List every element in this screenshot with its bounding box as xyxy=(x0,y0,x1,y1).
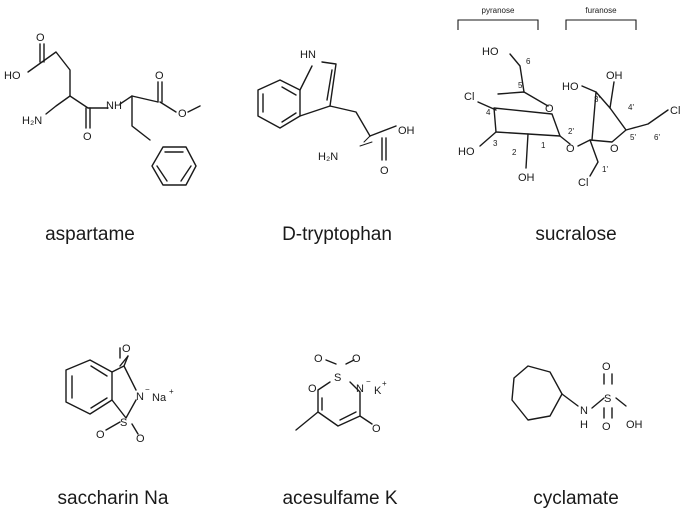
acesulfame-sulfonyl-oxygen-1: O xyxy=(314,353,323,365)
acesulfame-k-structure: O O S O N − K + O xyxy=(295,353,387,435)
saccharin-sulfonyl-oxygen-2: O xyxy=(136,433,145,445)
sucralose-num-6prime: 6' xyxy=(654,133,660,142)
sucralose-num-6: 6 xyxy=(526,57,531,66)
acesulfame-carbonyl-oxygen: O xyxy=(372,423,381,435)
aspartame-amide-nh: NH xyxy=(106,100,122,112)
tryptophan-hydroxyl: OH xyxy=(398,125,415,137)
aspartame-label: aspartame xyxy=(45,224,135,245)
tryptophan-indole-nh: HN xyxy=(300,49,316,61)
tryptophan-carbonyl-oxygen: O xyxy=(380,165,389,177)
saccharin-na-label: saccharin Na xyxy=(58,488,169,509)
pyranose-label: pyranose xyxy=(482,6,515,15)
sucralose-num-4: 4 xyxy=(486,108,491,117)
sucralose-num-2: 2 xyxy=(512,148,517,157)
sucralose-ring-oxygen: O xyxy=(545,103,554,115)
sucralose-c4prime-hydroxyl: OH xyxy=(606,70,623,82)
cyclamate-n-hydrogen: H xyxy=(580,419,588,431)
cyclamate-hydroxyl: OH xyxy=(626,419,643,431)
sucralose-num-1prime: 1' xyxy=(602,165,608,174)
sucralose-num-3: 3 xyxy=(493,139,498,148)
aspartame-amide-oxygen: O xyxy=(83,131,92,143)
sucralose-c3-hydroxyl: HO xyxy=(458,146,475,158)
cyclamate-sulfur: S xyxy=(604,393,611,405)
cyclamate-structure: N H S O O OH xyxy=(511,361,643,433)
aspartame-ester-oxygen: O xyxy=(178,108,187,120)
sucralose-num-3prime: 3' xyxy=(594,95,600,104)
aspartame-ester-carbonyl-oxygen: O xyxy=(155,70,164,82)
sucralose-c6prime-chlorine: Cl xyxy=(670,105,680,117)
cyclamate-sulfonyl-oxygen-1: O xyxy=(602,361,611,373)
sucralose-c2-hydroxyl: OH xyxy=(518,172,535,184)
tryptophan-amine: H₂N xyxy=(318,151,338,163)
sucralose-c6-hydroxyl: HO xyxy=(482,46,499,58)
aspartame-hydroxyl: HO xyxy=(4,70,21,82)
sucralose-num-2prime: 2' xyxy=(568,127,574,136)
sucralose-c3prime-hydroxyl: HO xyxy=(562,81,579,93)
saccharin-plus: + xyxy=(169,387,174,396)
sucralose-num-1: 1 xyxy=(541,141,546,150)
cyclamate-nitrogen: N xyxy=(580,405,588,417)
cyclamate-sulfonyl-oxygen-2: O xyxy=(602,421,611,433)
sucralose-num-4prime: 4' xyxy=(628,103,634,112)
sucralose-c4-chlorine: Cl xyxy=(464,91,474,103)
d-tryptophan-structure: HN H₂N OH O xyxy=(257,49,415,177)
d-tryptophan-label: D-tryptophan xyxy=(282,224,392,245)
saccharin-sulfur: S xyxy=(120,417,127,429)
aspartame-carbonyl-oxygen: O xyxy=(36,32,45,44)
acesulfame-plus: + xyxy=(382,379,387,388)
saccharin-nitrogen: N xyxy=(136,391,144,403)
sucralose-num-5prime: 5' xyxy=(630,133,636,142)
acesulfame-nitrogen: N xyxy=(356,383,364,395)
sucralose-num-5: 5 xyxy=(518,81,523,90)
acesulfame-sulfonyl-oxygen-2: O xyxy=(352,353,361,365)
acesulfame-ring-oxygen: O xyxy=(308,383,317,395)
saccharin-sodium: Na xyxy=(152,392,167,404)
cyclamate-label: cyclamate xyxy=(533,488,619,509)
sucralose-c1prime-chlorine: Cl xyxy=(578,177,588,189)
saccharin-na-structure: O N − Na + S O O xyxy=(65,343,174,445)
acesulfame-potassium: K xyxy=(374,385,382,397)
saccharin-carbonyl-oxygen: O xyxy=(122,343,131,355)
furanose-label: furanose xyxy=(585,6,617,15)
acesulfame-k-label: acesulfame K xyxy=(282,488,397,509)
saccharin-sulfonyl-oxygen-1: O xyxy=(96,429,105,441)
sucralose-structure: pyranose furanose HO 6 O 5 Cl 4 HO 3 2 O… xyxy=(457,6,680,189)
sucralose-label: sucralose xyxy=(535,224,616,245)
aspartame-structure: O HO H₂N NH O O O xyxy=(4,32,201,186)
sucralose-furanose-oxygen: O xyxy=(610,143,619,155)
aspartame-amine: H₂N xyxy=(22,115,42,127)
acesulfame-sulfur: S xyxy=(334,372,341,384)
saccharin-minus: − xyxy=(145,385,150,394)
sucralose-glycosidic-oxygen: O xyxy=(566,143,575,155)
acesulfame-minus: − xyxy=(366,377,371,386)
